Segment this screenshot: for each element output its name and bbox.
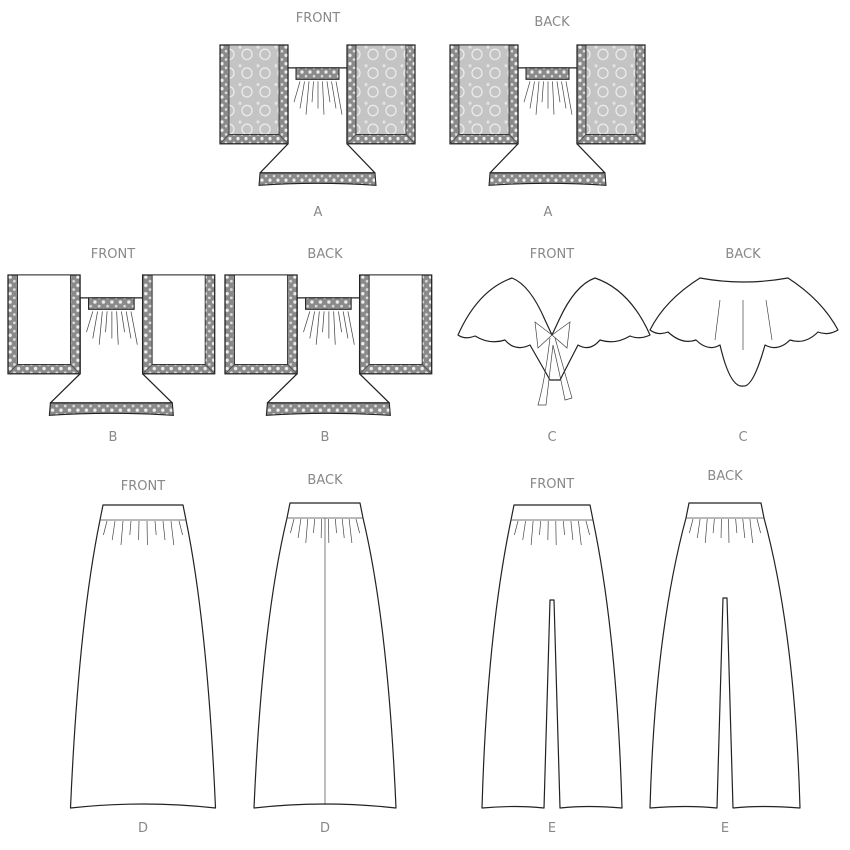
d-front-view-label: FRONT xyxy=(121,479,165,494)
view-d-back-pants xyxy=(253,502,397,809)
b-front-view-label: FRONT xyxy=(91,247,135,262)
a-back-view-label: BACK xyxy=(534,15,570,30)
c-front-letter-label: C xyxy=(547,430,556,445)
b-front-letter-label: B xyxy=(109,430,118,445)
view-e-front-pants xyxy=(481,504,623,809)
view-c-front-cape xyxy=(457,277,651,406)
view-d-front-pants xyxy=(69,504,217,809)
d-back-view-label: BACK xyxy=(307,473,343,488)
e-back-letter-label: E xyxy=(721,821,729,836)
e-front-letter-label: E xyxy=(548,821,556,836)
view-b-front-top xyxy=(7,274,216,416)
c-back-letter-label: C xyxy=(738,430,747,445)
view-e-back-pants xyxy=(649,502,801,809)
a-front-letter-label: A xyxy=(314,205,323,220)
view-a-front-top xyxy=(219,44,416,186)
c-back-view-label: BACK xyxy=(725,247,761,262)
d-front-letter-label: D xyxy=(138,821,148,836)
e-front-view-label: FRONT xyxy=(530,477,574,492)
c-front-view-label: FRONT xyxy=(530,247,574,262)
labels: FRONT A BACK A FRONT B BACK B FRONT C BACK C FRONT D B… xyxy=(91,11,761,836)
e-back-view-label: BACK xyxy=(707,469,743,484)
a-back-letter-label: A xyxy=(544,205,553,220)
a-front-view-label: FRONT xyxy=(296,11,340,26)
view-b-back-top xyxy=(224,274,433,416)
b-back-letter-label: B xyxy=(321,430,330,445)
view-c-back-cape xyxy=(649,277,839,387)
b-back-view-label: BACK xyxy=(307,247,343,262)
view-a-back-top xyxy=(449,44,646,186)
d-back-letter-label: D xyxy=(320,821,330,836)
garments xyxy=(7,44,839,809)
